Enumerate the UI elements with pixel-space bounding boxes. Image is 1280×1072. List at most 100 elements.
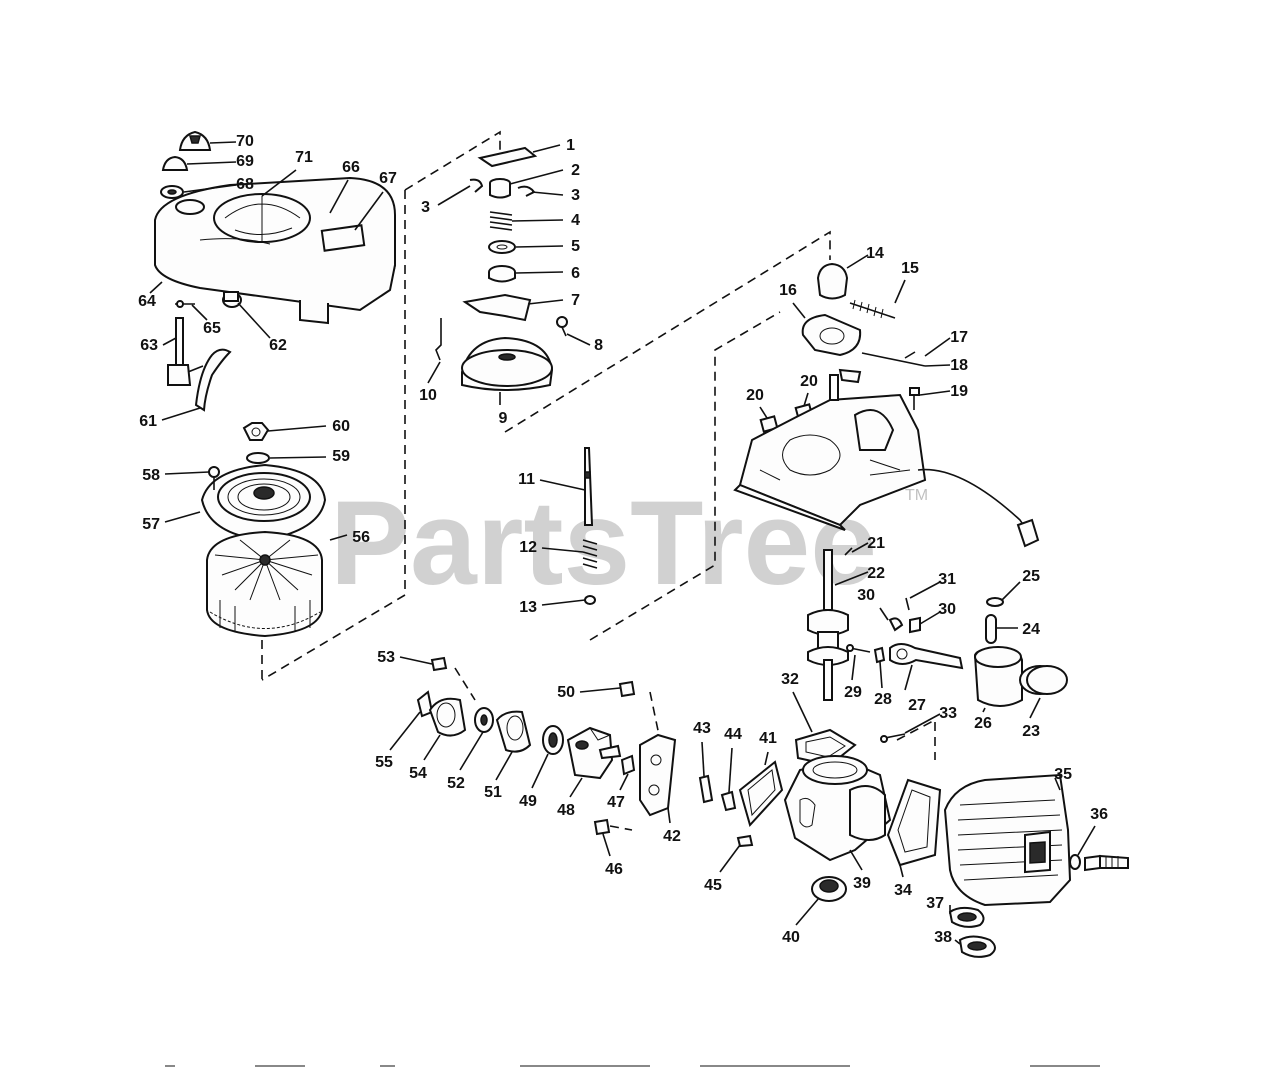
callout-39: 39 <box>853 875 871 892</box>
part-8-screw <box>556 316 568 337</box>
leader-line-25 <box>1001 581 1021 601</box>
leader-line-58 <box>164 471 210 475</box>
leader-line-3 <box>531 191 564 196</box>
callout-10: 10 <box>419 387 437 404</box>
leader-line-54 <box>423 734 441 761</box>
leader-line-21 <box>851 542 869 553</box>
callout-14: 14 <box>866 245 884 262</box>
callout-42: 42 <box>663 828 681 845</box>
callout-67: 67 <box>379 170 397 187</box>
part-34-gasket <box>886 778 942 867</box>
callout-2: 2 <box>571 162 580 179</box>
leader-line-56 <box>329 534 348 541</box>
callout-45: 45 <box>704 877 722 894</box>
part-53-screw <box>430 656 448 672</box>
callout-11: 11 <box>518 471 535 488</box>
leader-line-48 <box>569 777 583 798</box>
callout-69: 69 <box>236 153 254 170</box>
part-4-spring <box>489 211 513 231</box>
callout-12: 12 <box>519 539 537 556</box>
part-61-fuel-line <box>194 348 232 412</box>
part-36-spark-plug <box>1069 854 1129 872</box>
leader-line-50 <box>579 687 621 693</box>
callout-23: 23 <box>1022 723 1040 740</box>
part-25-ring <box>986 597 1004 607</box>
part-48-carburetor <box>566 726 622 780</box>
leader-line-20 <box>803 392 809 407</box>
part-41-gasket <box>738 760 784 827</box>
leader-line-7 <box>527 299 564 305</box>
part-39-crankcase <box>783 755 892 862</box>
callout-35: 35 <box>1054 766 1072 783</box>
leader-line-52 <box>459 731 484 771</box>
part-63-fuel-valve <box>167 317 204 386</box>
callout-43: 43 <box>693 720 711 737</box>
callout-8: 8 <box>594 337 603 354</box>
callout-40: 40 <box>782 929 800 946</box>
leader-line-57 <box>164 511 201 523</box>
callout-52: 52 <box>447 775 465 792</box>
part-40-seal <box>811 876 847 902</box>
leader-line-38 <box>954 939 961 945</box>
leader-line-26 <box>982 707 986 713</box>
part-13-ring <box>584 595 596 605</box>
callout-26: 26 <box>974 715 992 732</box>
part-56-flywheel <box>206 530 323 638</box>
part-52-washer <box>474 707 494 733</box>
leader-line-6 <box>515 271 564 274</box>
leader-line-69 <box>186 161 237 165</box>
callout-3: 3 <box>421 199 430 216</box>
leader-line-2 <box>509 169 564 185</box>
callout-34: 34 <box>894 882 912 899</box>
leader-line-22 <box>834 571 869 586</box>
callout-19: 19 <box>950 383 968 400</box>
leader-dash-33 <box>896 718 936 760</box>
leader-line-29 <box>851 654 856 681</box>
leader-line-17 <box>924 337 951 357</box>
part-26-piston <box>973 646 1023 707</box>
leader-dash-50 <box>649 691 661 741</box>
callout-7: 7 <box>571 292 580 309</box>
callout-63: 63 <box>140 337 158 354</box>
callout-24: 24 <box>1022 621 1040 638</box>
callout-48: 48 <box>557 802 575 819</box>
callout-labels: 1233456789101112131415161718192020212223… <box>138 133 1108 946</box>
callout-61: 61 <box>139 413 157 430</box>
callout-25: 25 <box>1022 568 1040 585</box>
part-68-washer <box>160 185 184 199</box>
part-42-manifold <box>639 733 677 817</box>
leader-line-66 <box>329 179 349 214</box>
callout-66: 66 <box>342 159 360 176</box>
part-24-wrist-pin <box>985 614 997 644</box>
callout-15: 15 <box>901 260 919 277</box>
leader-line-20 <box>759 406 768 419</box>
leader-line-42 <box>667 807 671 824</box>
callout-9: 9 <box>499 410 508 427</box>
callout-27: 27 <box>908 697 926 714</box>
callout-62: 62 <box>269 337 287 354</box>
part-17-pin <box>904 351 916 359</box>
callout-6: 6 <box>571 265 580 282</box>
leader-line-43 <box>701 741 705 777</box>
part-35-cylinder <box>943 773 1072 907</box>
part-49-gasket <box>542 725 564 755</box>
part-62-grommet <box>222 291 242 308</box>
part-37-gasket <box>948 906 985 928</box>
watermark-trademark: TM <box>905 487 928 504</box>
part-18-rod <box>861 352 926 367</box>
callout-22: 22 <box>867 565 885 582</box>
callout-44: 44 <box>724 726 742 743</box>
part-21-key <box>844 547 853 556</box>
group-line-right <box>589 311 781 641</box>
part-22-crankshaft <box>807 549 849 701</box>
callout-20: 20 <box>800 373 818 390</box>
leader-line-67 <box>354 191 384 231</box>
callout-16: 16 <box>779 282 797 299</box>
leader-line-14 <box>846 254 869 269</box>
callout-17: 17 <box>950 329 968 346</box>
part-57-starter-cup <box>200 463 327 542</box>
callout-31: 31 <box>938 571 956 588</box>
part-11-needle <box>584 447 594 526</box>
leader-line-18 <box>924 364 951 367</box>
leader-line-28 <box>879 661 883 689</box>
